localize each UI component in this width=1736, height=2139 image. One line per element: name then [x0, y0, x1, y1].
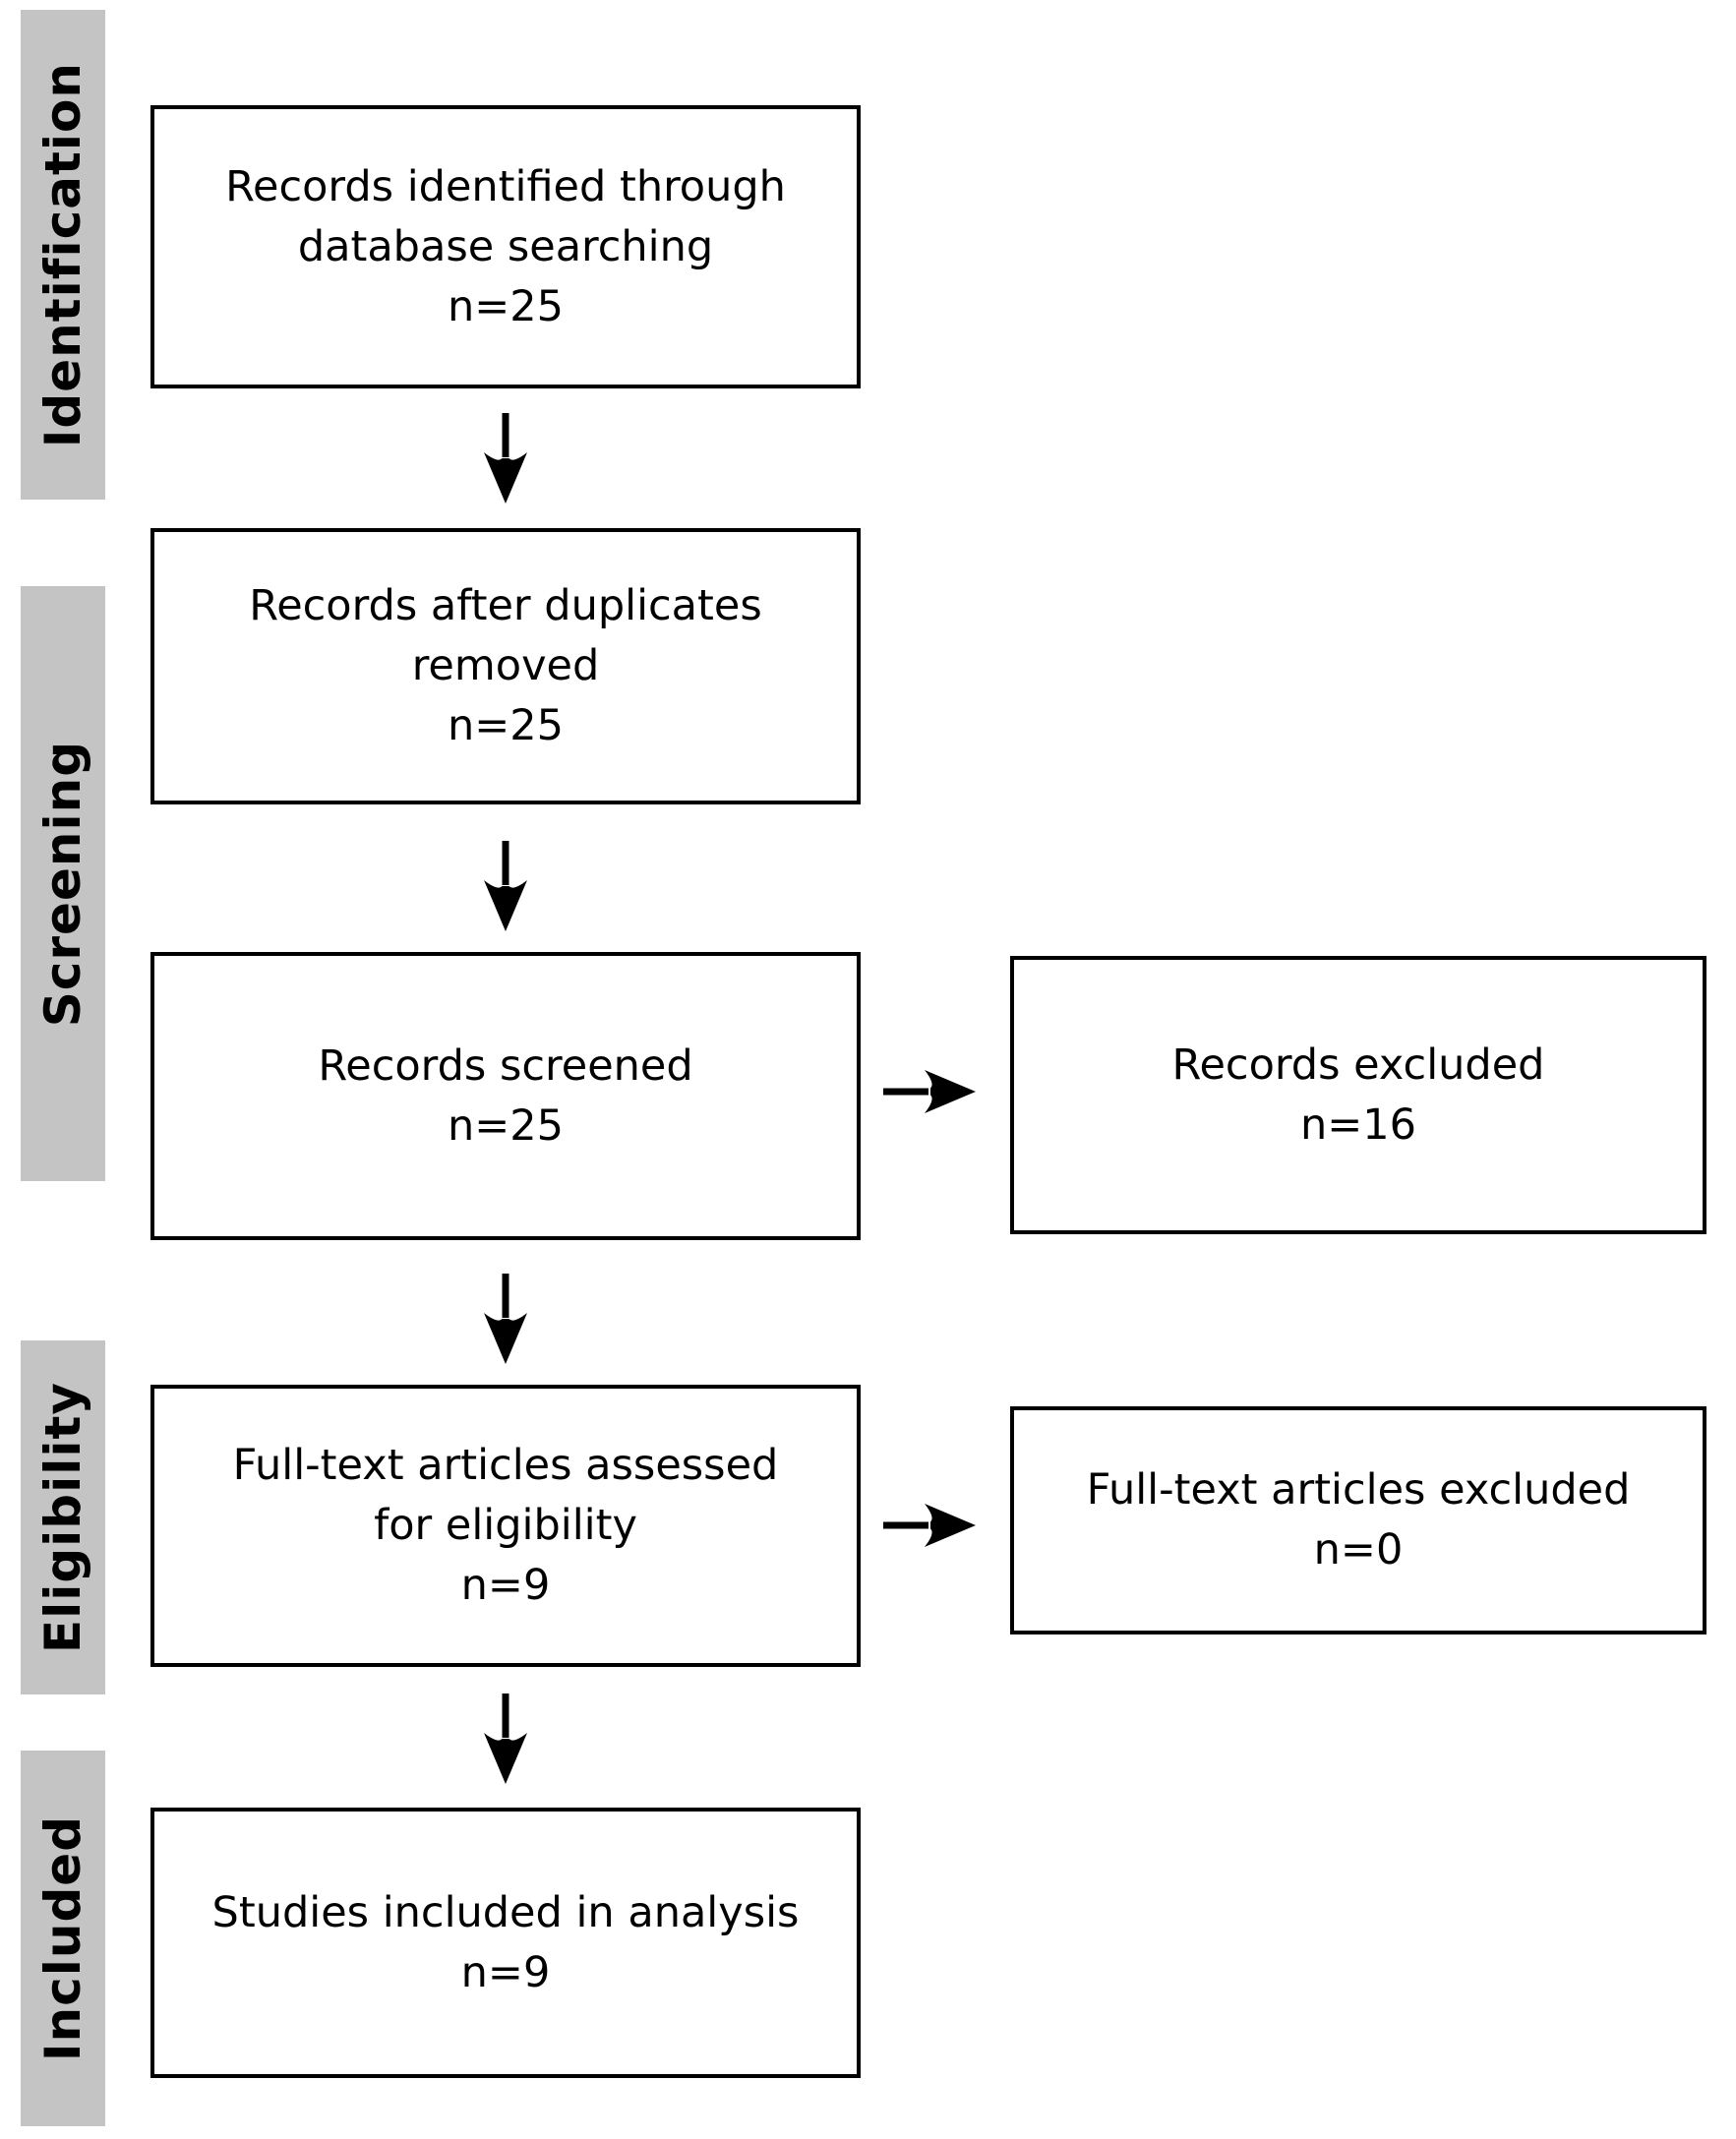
arrow-down-icon	[484, 841, 527, 931]
box-line: Records identified through	[225, 161, 786, 211]
stage-bar-included: Included	[21, 1751, 105, 2126]
stage-bar-screening: Screening	[21, 586, 105, 1181]
box-count: n=0	[1313, 1525, 1404, 1575]
box-records-identified-text: Records identified through database sear…	[225, 157, 786, 337]
box-studies-included: Studies included in analysis n=9	[150, 1808, 861, 2078]
box-line: Records after duplicates	[249, 581, 762, 630]
box-count: n=9	[460, 1561, 551, 1610]
box-fulltext-assessed: Full-text articles assessed for eligibil…	[150, 1385, 861, 1667]
box-records-after-duplicates-text: Records after duplicates removed n=25	[249, 576, 761, 756]
box-records-screened: Records screened n=25	[150, 952, 861, 1240]
box-fulltext-excluded-text: Full-text articles excluded n=0	[1087, 1460, 1631, 1580]
box-records-excluded: Records excluded n=16	[1010, 956, 1706, 1234]
box-count: n=25	[447, 701, 564, 750]
box-line: Records excluded	[1171, 1040, 1545, 1090]
box-line: Studies included in analysis	[211, 1887, 800, 1937]
box-line: database searching	[297, 221, 714, 271]
box-records-screened-text: Records screened n=25	[318, 1037, 692, 1157]
stage-label-included: Included	[34, 1814, 91, 2062]
stage-label-identification: Identification	[34, 61, 91, 448]
stage-label-screening: Screening	[34, 740, 91, 1028]
box-line: for eligibility	[374, 1501, 637, 1550]
stage-label-eligibility: Eligibility	[34, 1381, 91, 1654]
box-count: n=25	[447, 281, 564, 331]
box-line: Records screened	[318, 1040, 693, 1091]
box-fulltext-excluded: Full-text articles excluded n=0	[1010, 1406, 1706, 1634]
box-line: removed	[411, 641, 600, 690]
stage-bar-identification: Identification	[21, 10, 105, 500]
stage-bar-eligibility: Eligibility	[21, 1340, 105, 1694]
box-records-excluded-text: Records excluded n=16	[1172, 1036, 1545, 1156]
arrow-down-icon	[484, 413, 527, 504]
box-count: n=9	[460, 1947, 551, 1997]
arrow-right-icon	[883, 1504, 976, 1547]
box-studies-included-text: Studies included in analysis n=9	[212, 1883, 800, 2003]
box-count: n=25	[448, 1100, 564, 1151]
box-records-identified: Records identified through database sear…	[150, 105, 861, 388]
box-count: n=16	[1299, 1099, 1416, 1150]
box-records-after-duplicates: Records after duplicates removed n=25	[150, 528, 861, 804]
box-line: Full-text articles excluded	[1086, 1465, 1631, 1515]
arrow-down-icon	[484, 1274, 527, 1364]
box-line: Full-text articles assessed	[232, 1441, 779, 1490]
arrow-right-icon	[883, 1070, 976, 1113]
arrow-down-icon	[484, 1693, 527, 1784]
box-fulltext-assessed-text: Full-text articles assessed for eligibil…	[233, 1436, 779, 1616]
